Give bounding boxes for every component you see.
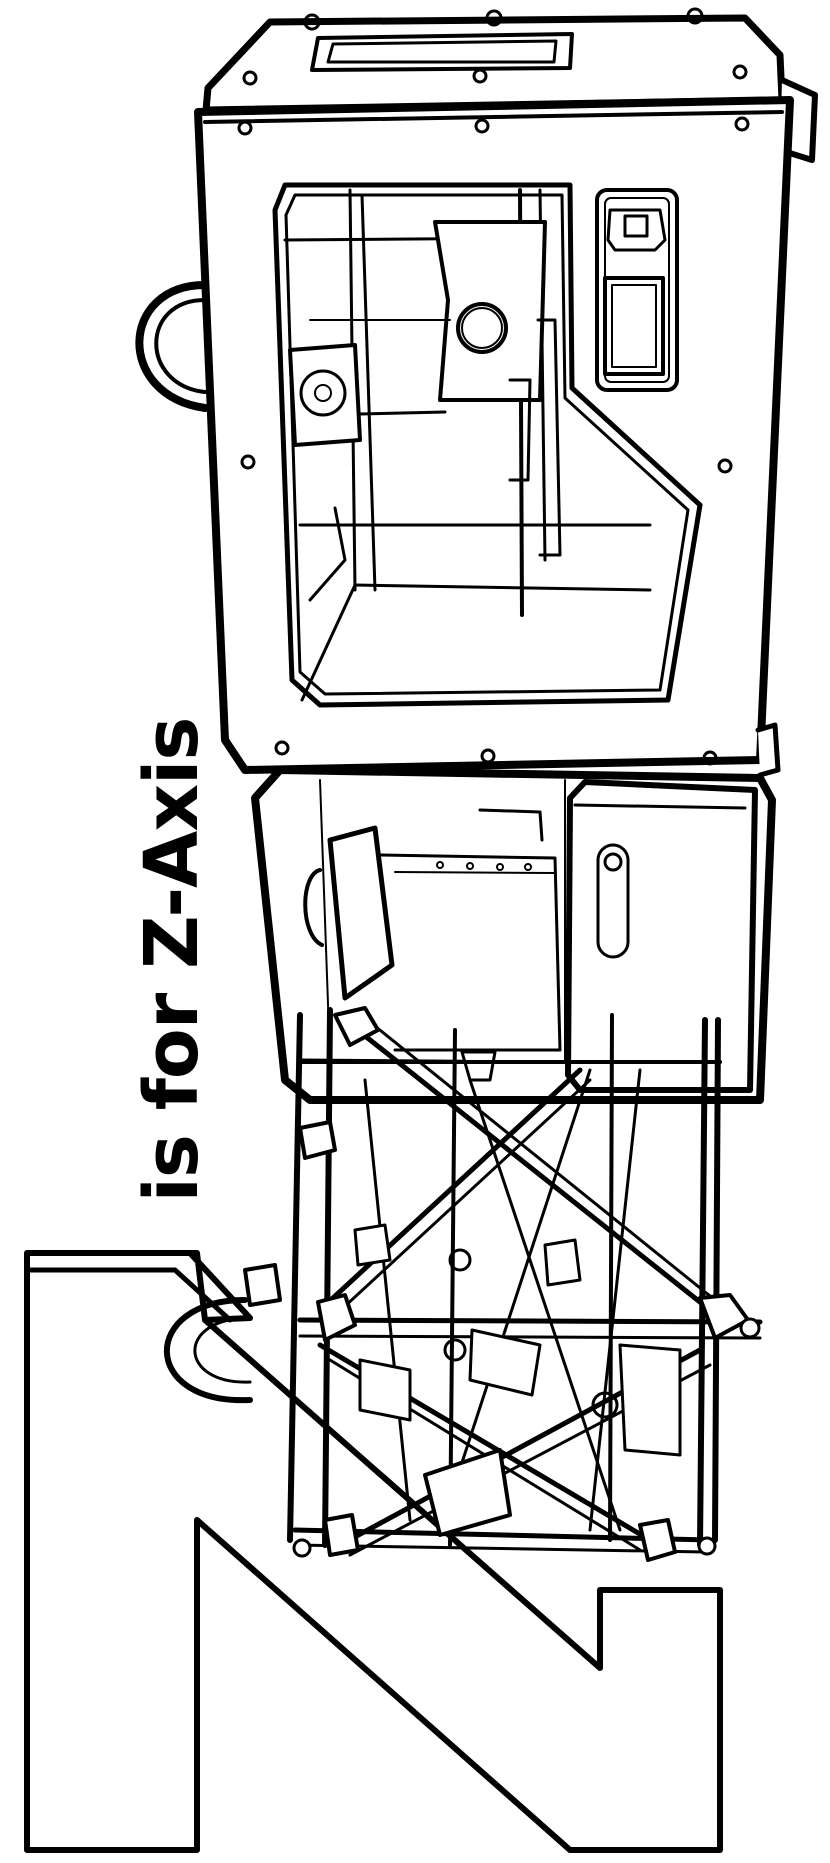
caption-title: is for Z-Axis <box>129 717 215 1203</box>
open-frame-printer <box>251 766 776 1104</box>
letter-z-top <box>24 1250 233 1323</box>
reprap-printer <box>163 1006 763 1562</box>
enclosed-printer <box>135 7 818 778</box>
